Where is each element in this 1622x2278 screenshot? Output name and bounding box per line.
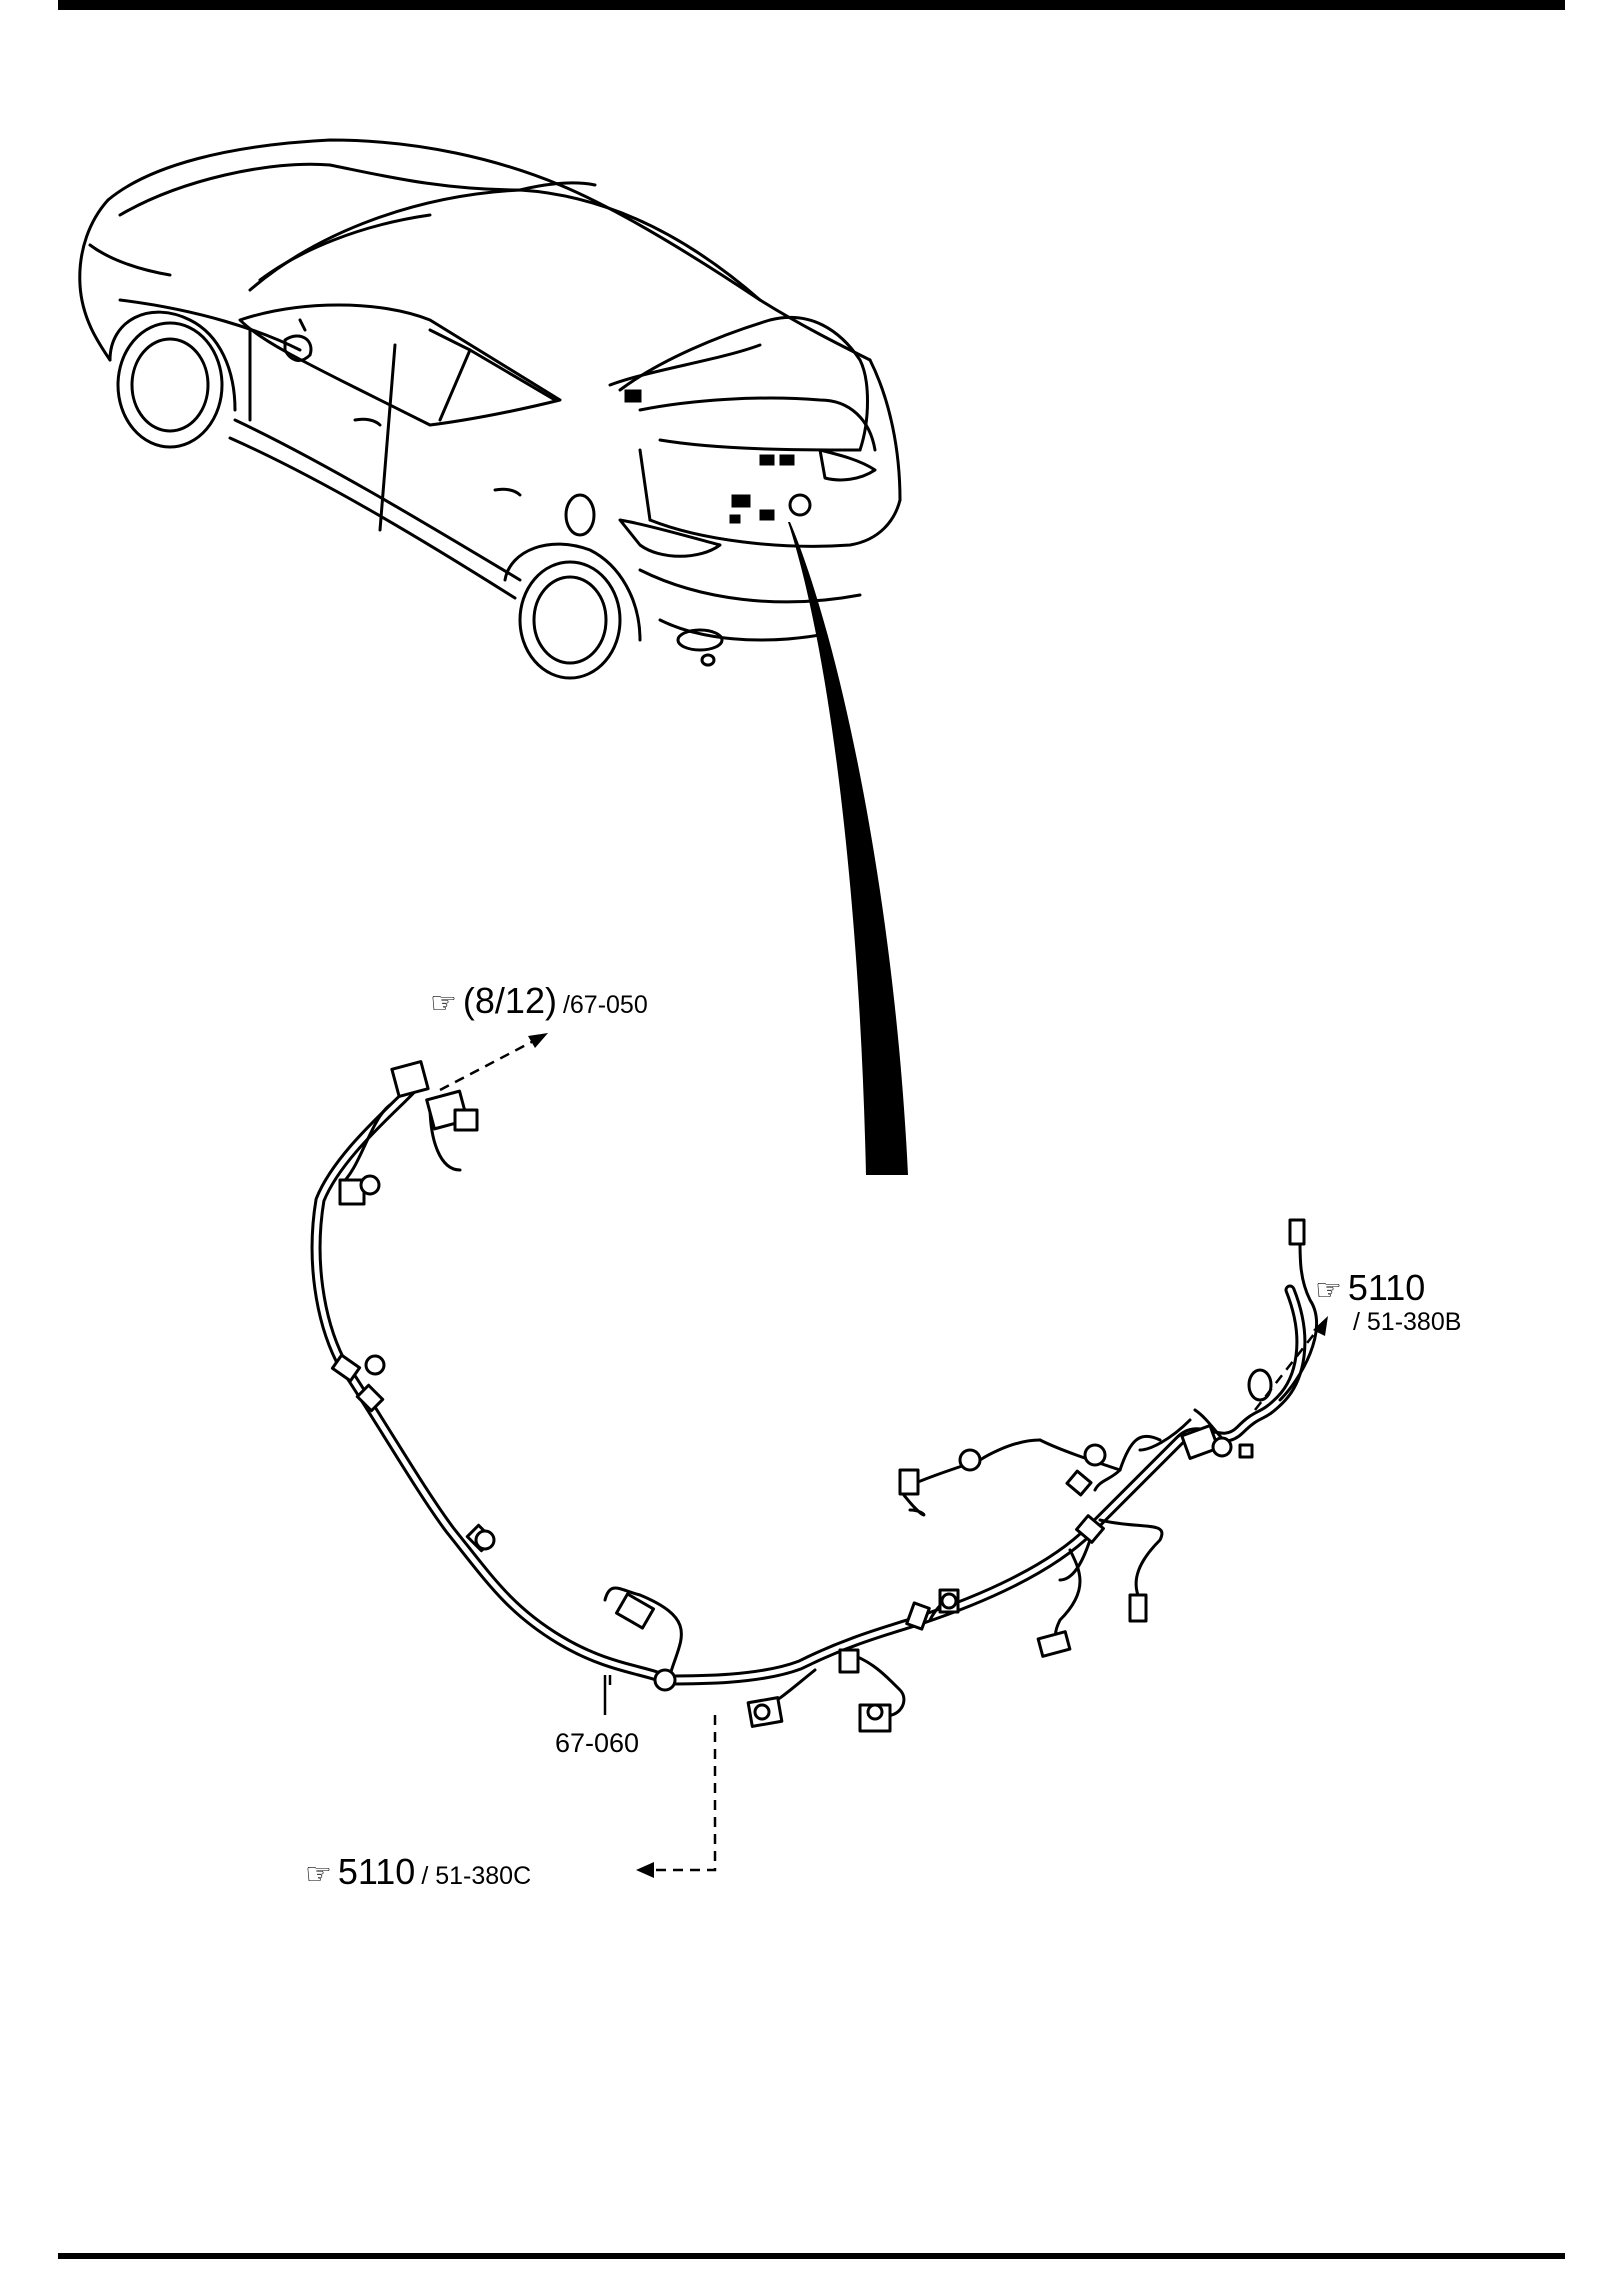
part-number-label: 67-060 <box>555 1728 640 1758</box>
car-illustration <box>78 138 902 680</box>
callout-pointer <box>788 522 908 1175</box>
reference-right-main: 5110 <box>1347 1267 1426 1308</box>
reference-top-sub: /67-050 <box>562 991 648 1019</box>
reference-top-main: (8/12) <box>462 980 557 1021</box>
reference-bottom-main: 5110 <box>337 1851 416 1892</box>
bottom-rule <box>58 2253 1565 2259</box>
leader-arrowheads <box>528 1033 1328 1878</box>
reference-top[interactable]: ☞ (8/12) /67-050 <box>430 983 648 1019</box>
reference-bottom-sub: / 51-380C <box>421 1862 532 1890</box>
reference-bottom[interactable]: ☞ 5110 / 51-380C <box>305 1854 531 1890</box>
pointing-hand-icon: ☞ <box>1315 1273 1342 1308</box>
reference-leaders <box>439 1033 1326 1872</box>
pointing-hand-icon: ☞ <box>430 986 457 1021</box>
wire-harness <box>310 1060 1319 1733</box>
pointing-hand-icon: ☞ <box>305 1857 332 1892</box>
top-rule <box>58 0 1565 10</box>
reference-right[interactable]: ☞ 5110 / 51-380B <box>1315 1270 1461 1335</box>
hatch-harness-marks <box>624 389 812 524</box>
reference-right-sub: / 51-380B <box>1353 1308 1462 1336</box>
